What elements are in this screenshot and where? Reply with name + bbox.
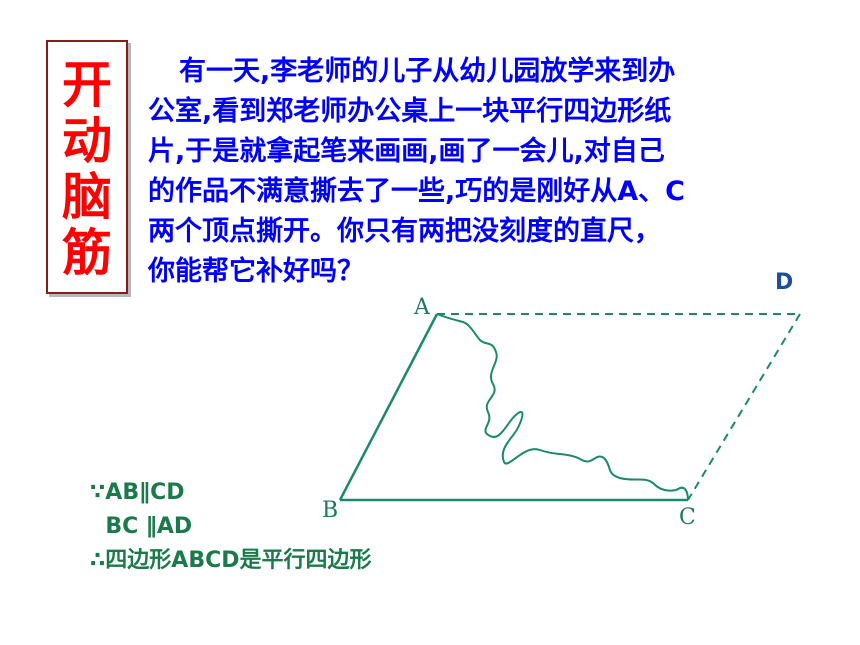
torn-edge (436, 313, 689, 501)
title-char-2: 动 (62, 112, 112, 170)
vertex-label-d: D (775, 270, 794, 295)
problem-paragraph: 有一天,李老师的儿子从幼儿园放学来到办 公室,看到郑老师办公桌上一块平行四边形纸… (148, 52, 818, 292)
title-char-1: 开 (62, 56, 112, 114)
proof-line-2: BC ∥AD (90, 514, 193, 539)
proof-line-3: ∴四边形ABCD是平行四边形 (90, 548, 372, 573)
paragraph-line-6: 你能帮它补好吗？ (148, 256, 364, 287)
paragraph-line-5: 两个顶点撕开。你只有两把没刻度的直尺， (148, 216, 661, 247)
vertex-label-a: A (414, 295, 430, 320)
proof-line-1: ∵AB∥CD (90, 480, 185, 505)
paragraph-line-2: 公室,看到郑老师办公桌上一块平行四边形纸 (148, 96, 672, 127)
edge-dc-dashed (687, 313, 801, 501)
vertex-label-c: C (679, 505, 696, 530)
title-char-4: 筋 (62, 224, 112, 282)
edge-ab (338, 313, 439, 501)
paragraph-line-4: 的作品不满意撕去了一些,巧的是刚好从A、C (148, 176, 685, 207)
vertex-label-b: B (322, 498, 339, 523)
paragraph-line-1: 有一天,李老师的儿子从幼儿园放学来到办 (179, 56, 676, 87)
paragraph-line-3: 片,于是就拿起笔来画画,画了一会儿,对自己 (148, 136, 665, 167)
title-char-3: 脑 (62, 168, 112, 226)
title-box: 开 动 脑 筋 (46, 40, 128, 294)
